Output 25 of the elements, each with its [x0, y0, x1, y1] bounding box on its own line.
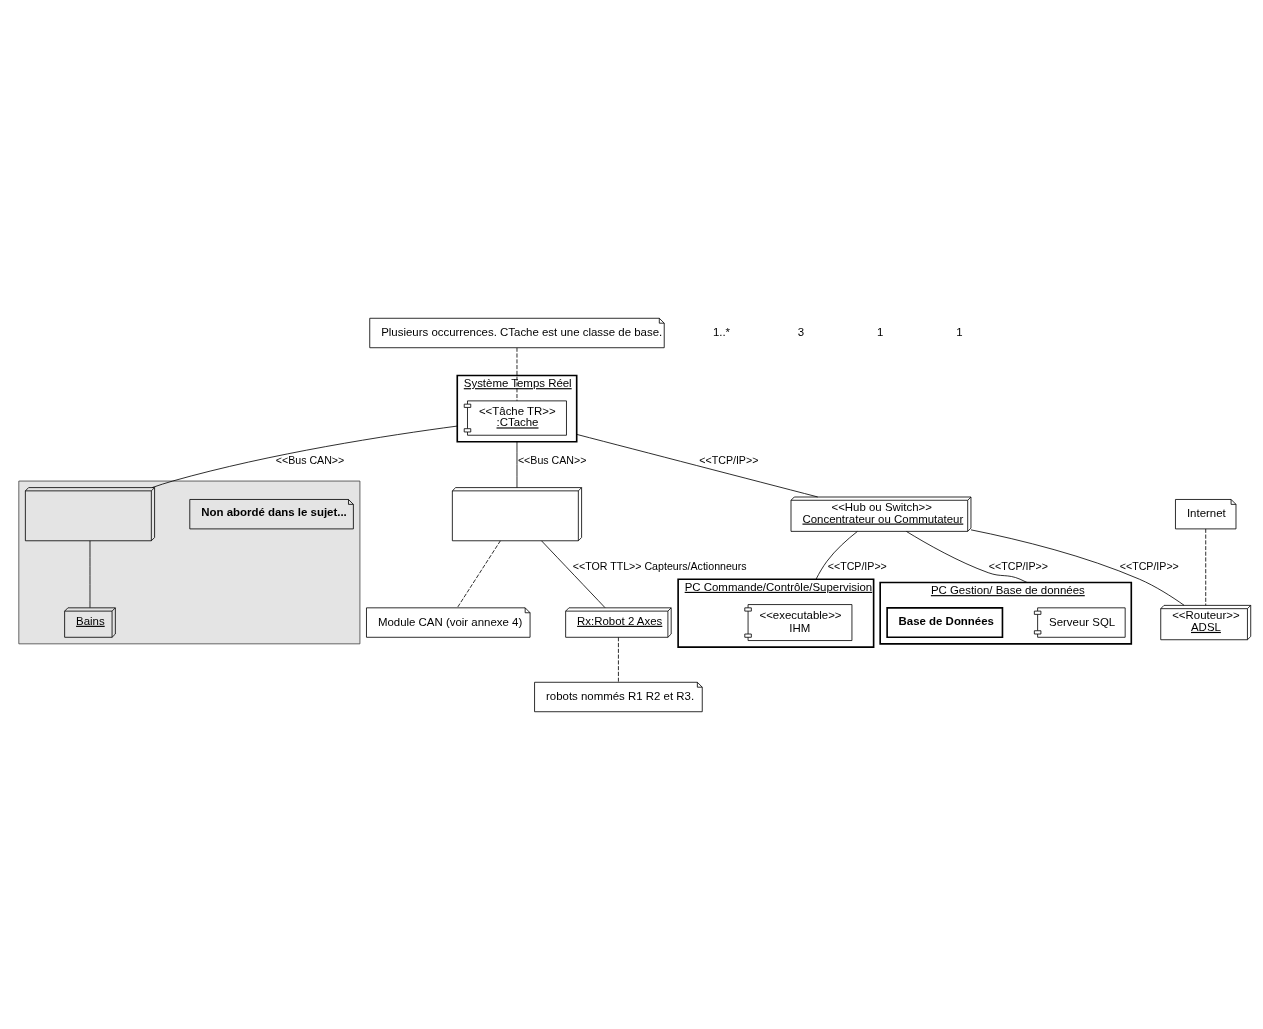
edge-label: <<TCP/IP>>: [988, 559, 1048, 572]
edge-label: <<TCP/IP>>: [827, 559, 887, 572]
connector: [456, 539, 501, 608]
connector: [541, 539, 606, 608]
edge-label: <<Bus CAN>>: [275, 453, 345, 466]
node-box: Base de Données: [886, 606, 1004, 638]
label: 1..*: [712, 325, 731, 338]
connector: [576, 433, 819, 497]
connector: [89, 539, 91, 608]
connector: [516, 347, 518, 401]
cluster: [18, 480, 361, 644]
edge-label: <<TCP/IP>>: [699, 453, 759, 466]
edge-label: <<TOR TTL>> Capteurs/Actionneurs: [572, 559, 747, 572]
connector: [815, 530, 858, 580]
connector: [970, 528, 1185, 606]
label: 1: [956, 325, 963, 338]
connector: [151, 425, 458, 488]
connector: [906, 530, 1028, 583]
connector: [618, 636, 619, 683]
connector: [1205, 528, 1207, 606]
connector: [516, 440, 518, 488]
edge-label: <<Bus CAN>>: [517, 453, 587, 466]
edge-label: <<TCP/IP>>: [1119, 559, 1179, 572]
label: 3: [797, 325, 805, 338]
label: 1: [876, 325, 884, 338]
